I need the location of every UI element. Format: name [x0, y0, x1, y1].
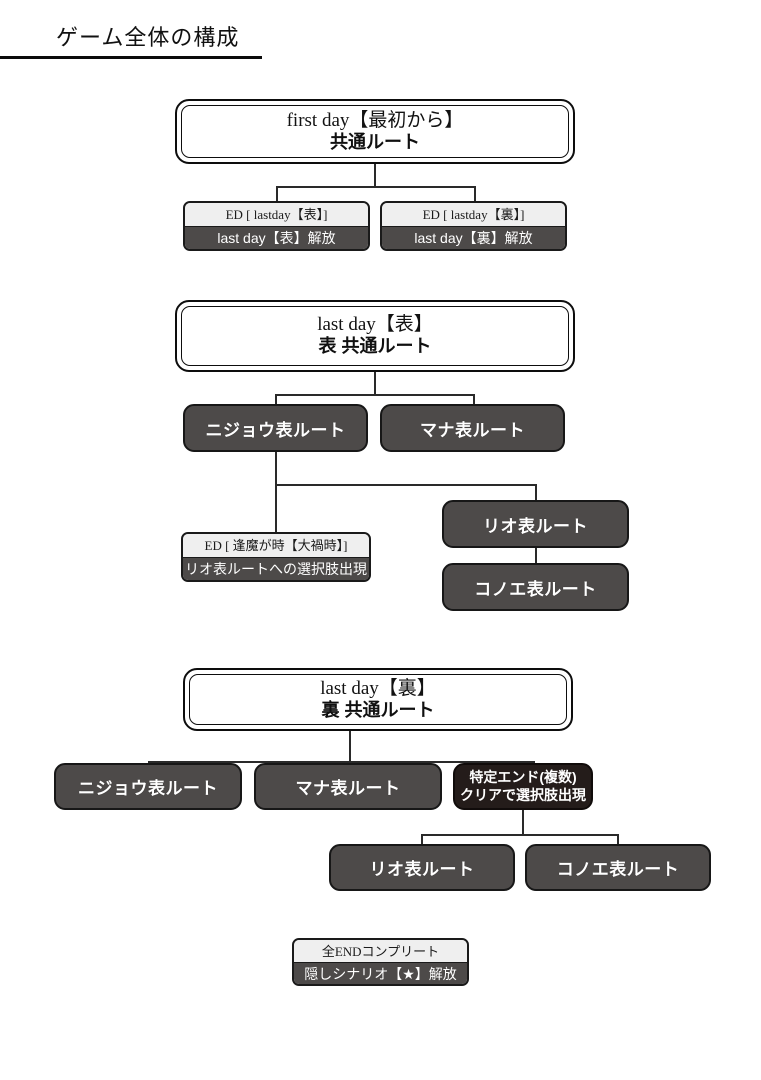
node-last-day-omote: last day【表】 表 共通ルート — [175, 300, 575, 372]
page-title: ゲーム全体の構成 — [56, 25, 240, 50]
connector-last-day-omote-to-mana — [473, 394, 475, 404]
connector-nijou-omote-1-to-rio — [535, 484, 537, 500]
node-last-day-ura-line1: last day【裏】 — [320, 677, 436, 699]
node-route-nijou-omote-1-label: ニジョウ表ルート — [205, 420, 346, 440]
connector-rio-to-konoe-omote-1 — [535, 548, 537, 563]
node-ed-lastday-ura-title: ED [ lastday【裏】] — [382, 203, 565, 226]
node-route-mana-omote-1: マナ表ルート — [380, 404, 565, 452]
connector-last-day-ura-bus — [148, 761, 534, 763]
node-last-day-ura-line2: 裏 共通ルート — [321, 699, 435, 720]
node-all-end-complete-title: 全ENDコンプリート — [294, 940, 467, 962]
node-route-rio-omote-1: リオ表ルート — [442, 500, 629, 548]
node-route-konoe-omote-2: コノエ表ルート — [525, 844, 711, 891]
node-route-mana-omote-2: マナ表ルート — [254, 763, 442, 810]
node-route-mana-omote-2-label: マナ表ルート — [295, 779, 401, 798]
node-ed-lastday-ura: ED [ lastday【裏】] last day【裏】解放 — [380, 201, 567, 251]
node-ed-lastday-omote-title: ED [ lastday【表】] — [185, 203, 368, 226]
connector-first-day-to-ed-right — [474, 186, 476, 201]
node-last-day-omote-line1: last day【表】 — [317, 314, 433, 336]
connector-nijou-omote-1-to-ed — [275, 484, 277, 532]
node-last-day-ura: last day【裏】 裏 共通ルート — [183, 668, 573, 731]
node-ed-lastday-omote-unlock: last day【表】解放 — [185, 226, 368, 249]
node-first-day: first day【最初から】 共通ルート — [175, 99, 575, 164]
node-route-rio-omote-2: リオ表ルート — [329, 844, 515, 891]
connector-nijou-omote-1-bus — [275, 484, 537, 486]
node-ed-oumagatoki-title: ED [ 逢魔が時【大禍時】] — [183, 534, 369, 557]
connector-last-day-ura-stem — [349, 731, 351, 761]
node-route-rio-omote-2-label: リオ表ルート — [369, 860, 475, 879]
connector-last-day-omote-to-nijou — [275, 394, 277, 404]
connector-nijou-omote-1-stem — [275, 452, 277, 484]
node-first-day-line2: 共通ルート — [330, 131, 420, 152]
node-route-konoe-omote-1-label: コノエ表ルート — [474, 579, 597, 599]
node-route-mana-omote-1-label: マナ表ルート — [420, 420, 525, 440]
node-condition-tokutei-end-line1: 特定エンド(複数) — [469, 769, 577, 785]
connector-first-day-to-ed-left — [276, 186, 278, 201]
node-route-konoe-omote-1: コノエ表ルート — [442, 563, 629, 611]
node-ed-lastday-ura-unlock: last day【裏】解放 — [382, 226, 565, 249]
connector-condition-to-konoe — [617, 834, 619, 844]
node-route-nijou-omote-1: ニジョウ表ルート — [183, 404, 368, 452]
connector-last-day-omote-stem — [374, 372, 376, 394]
node-route-nijou-omote-2: ニジョウ表ルート — [54, 763, 242, 810]
node-all-end-complete: 全ENDコンプリート 隠しシナリオ【★】解放 — [292, 938, 469, 986]
connector-first-day-bus — [276, 186, 476, 188]
node-first-day-line1: first day【最初から】 — [286, 109, 464, 131]
node-last-day-omote-line2: 表 共通ルート — [318, 336, 432, 357]
connector-condition-bus — [421, 834, 619, 836]
node-route-nijou-omote-2-label: ニジョウ表ルート — [78, 779, 218, 798]
node-route-konoe-omote-2-label: コノエ表ルート — [556, 860, 680, 879]
node-ed-oumagatoki-unlock: リオ表ルートへの選択肢出現 — [183, 557, 369, 580]
connector-condition-stem — [522, 810, 524, 834]
node-ed-lastday-omote: ED [ lastday【表】] last day【表】解放 — [183, 201, 370, 251]
node-condition-tokutei-end: 特定エンド(複数) クリアで選択肢出現 — [453, 763, 593, 810]
node-condition-tokutei-end-line2: クリアで選択肢出現 — [460, 786, 586, 803]
node-all-end-complete-unlock: 隠しシナリオ【★】解放 — [294, 962, 467, 984]
connector-last-day-omote-bus — [275, 394, 475, 396]
node-route-rio-omote-1-label: リオ表ルート — [483, 516, 588, 536]
node-ed-oumagatoki: ED [ 逢魔が時【大禍時】] リオ表ルートへの選択肢出現 — [181, 532, 371, 582]
connector-condition-to-rio — [421, 834, 423, 844]
connector-first-day-stem — [374, 164, 376, 186]
page-title-rule: ゲーム全体の構成 — [0, 22, 262, 59]
